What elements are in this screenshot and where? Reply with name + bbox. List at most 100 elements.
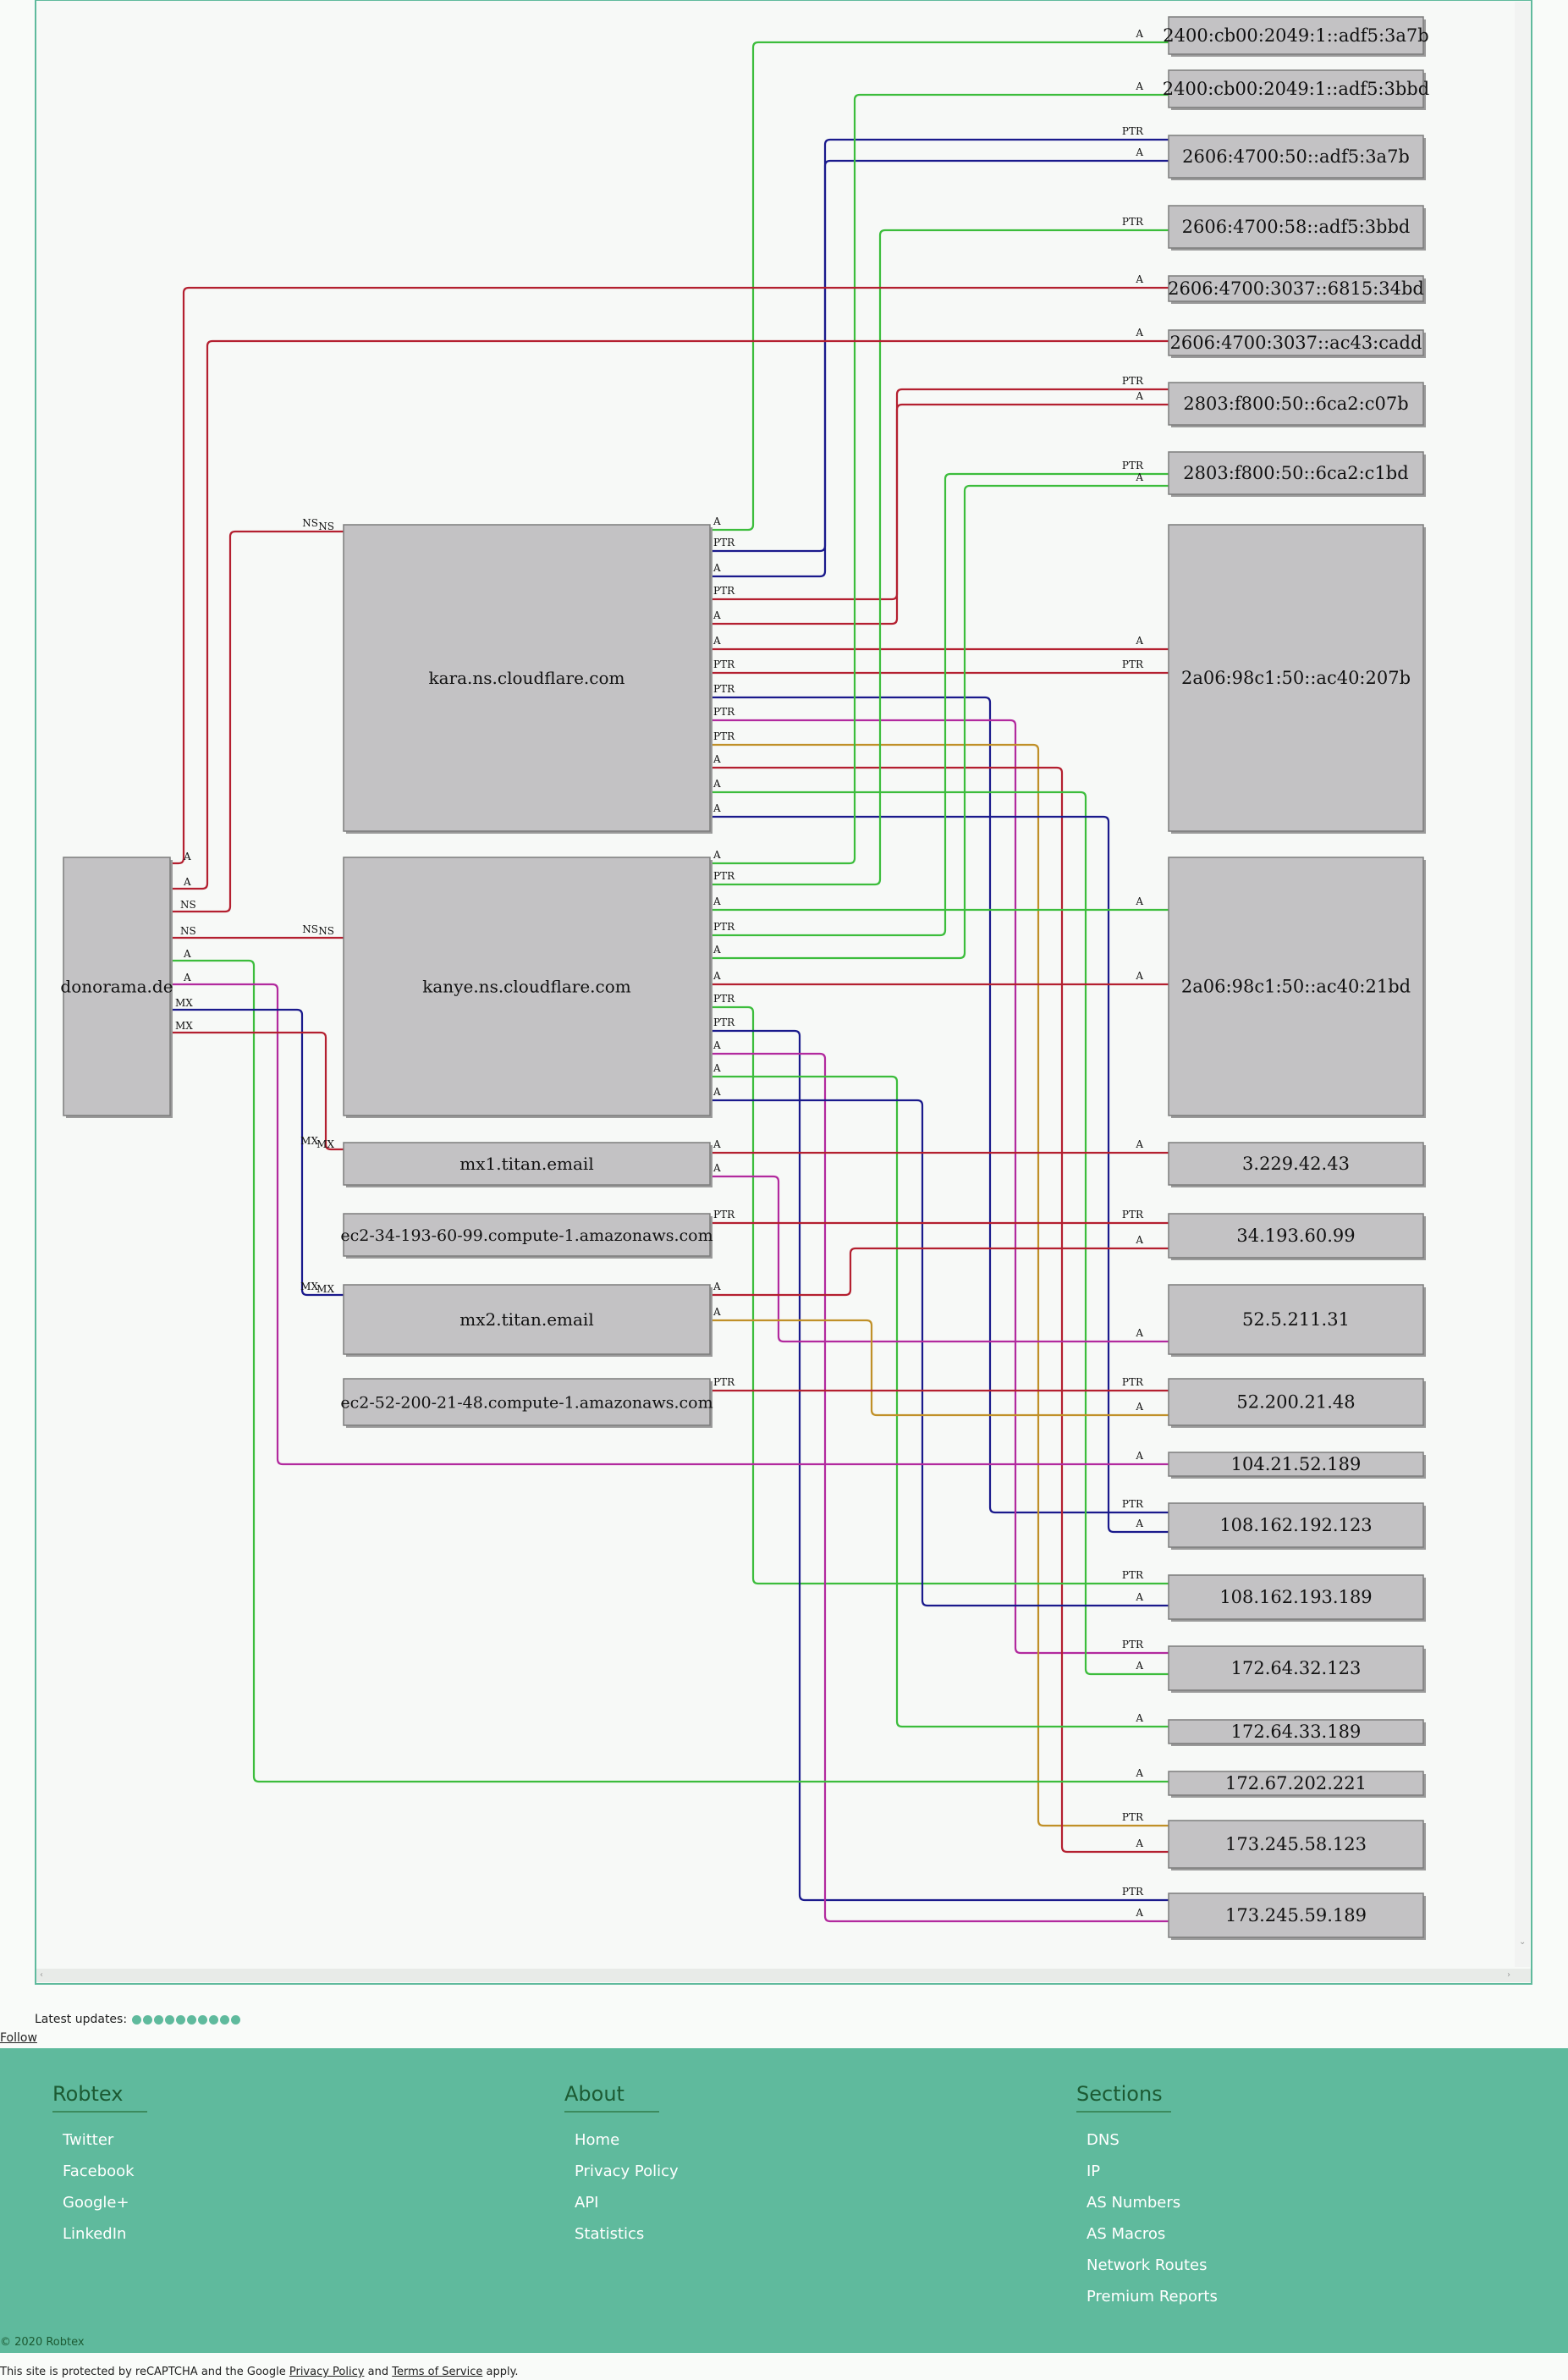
ip-node[interactable] (1168, 1719, 1424, 1744)
ip-node[interactable] (1168, 16, 1424, 55)
update-dot-icon[interactable] (132, 2014, 142, 2025)
dns-edge (170, 959, 1169, 1783)
dns-edge (710, 159, 1169, 578)
footer-link-dns[interactable]: DNS (1087, 2131, 1120, 2149)
host-node[interactable] (343, 1378, 711, 1426)
edge-label: A (1135, 273, 1143, 285)
update-dot-icon[interactable] (198, 2014, 208, 2025)
ip-node[interactable] (1168, 329, 1424, 356)
ip-node[interactable] (1168, 205, 1424, 249)
edge-label: PTR (713, 537, 735, 548)
ip-node[interactable] (1168, 1574, 1424, 1620)
edge-label: PTR (713, 1209, 735, 1220)
nameserver-node-label: kanye.ns.cloudflare.com (422, 977, 631, 997)
ip-node[interactable] (1168, 1142, 1424, 1186)
ip-node[interactable] (1168, 857, 1424, 1116)
ip-node[interactable] (1168, 1213, 1424, 1259)
scroll-down-icon[interactable]: ⌄ (1519, 1937, 1527, 1947)
dns-edge (710, 719, 1169, 1655)
ip-node[interactable] (1168, 1645, 1424, 1691)
edge-label: PTR (1122, 1639, 1144, 1650)
mx-node[interactable] (343, 1284, 711, 1355)
ip-node[interactable] (1168, 1892, 1424, 1938)
update-dot-icon[interactable] (231, 2014, 241, 2025)
footer-link-statistics[interactable]: Statistics (575, 2225, 645, 2243)
host-node-label: ec2-52-200-21-48.compute-1.amazonaws.com (340, 1394, 712, 1413)
ip-node-label: 173.245.58.123 (1225, 1834, 1367, 1854)
ip-node-label: 2400:cb00:2049:1::adf5:3bbd (1163, 79, 1429, 99)
ip-node-label: 2a06:98c1:50::ac40:207b (1181, 668, 1411, 688)
edge-label: PTR (713, 730, 735, 742)
footer-link-privacy[interactable]: Privacy Policy (575, 2162, 679, 2180)
edge-label: MX (316, 1283, 334, 1295)
footer-link-premium-reports[interactable]: Premium Reports (1087, 2288, 1218, 2306)
edge-label: A (1135, 1837, 1143, 1849)
host-node[interactable] (343, 1213, 711, 1257)
footer-link-api[interactable]: API (575, 2194, 599, 2212)
footer-link-twitter[interactable]: Twitter (63, 2131, 114, 2149)
ip-node[interactable] (1168, 135, 1424, 179)
dns-edge (710, 138, 1169, 553)
edge-label: A (1135, 635, 1143, 647)
dns-edge (170, 530, 344, 913)
ip-node[interactable] (1168, 382, 1424, 426)
edge-label: A (712, 753, 721, 765)
footer-link-home[interactable]: Home (575, 2131, 620, 2149)
update-dot-icon[interactable] (154, 2014, 164, 2025)
ip-node-label: 2606:4700:58::adf5:3bbd (1182, 217, 1411, 237)
ip-node[interactable] (1168, 451, 1424, 495)
recaptcha-and: and (367, 2366, 389, 2378)
terms-of-service-link[interactable]: Terms of Service (392, 2366, 483, 2378)
ip-node[interactable] (1168, 1771, 1424, 1796)
domain-node[interactable] (63, 857, 171, 1116)
edge-label: NS (318, 925, 334, 937)
footer-link-as-macros[interactable]: AS Macros (1087, 2225, 1166, 2243)
ip-node[interactable] (1168, 1452, 1424, 1477)
scroll-left-icon[interactable]: ‹ (40, 1970, 43, 1980)
update-dot-icon[interactable] (220, 2014, 230, 2025)
ip-node[interactable] (1168, 524, 1424, 832)
privacy-policy-link[interactable]: Privacy Policy (289, 2366, 365, 2378)
edge-label: A (1135, 1712, 1143, 1724)
mx-node[interactable] (343, 1142, 711, 1186)
edge-label: A (712, 635, 721, 647)
edge-label: A (1135, 1660, 1143, 1672)
edge-label: A (1135, 1138, 1143, 1150)
edge-label: MX (175, 997, 193, 1009)
footer-link-facebook[interactable]: Facebook (63, 2162, 135, 2180)
ip-node[interactable] (1168, 275, 1424, 302)
edge-label: A (183, 972, 191, 983)
update-dot-icon[interactable] (187, 2014, 197, 2025)
edge-label: PTR (1122, 1811, 1144, 1823)
ip-node[interactable] (1168, 1502, 1424, 1548)
footer-link-linkedin[interactable]: LinkedIn (63, 2225, 127, 2243)
ip-node[interactable] (1168, 1284, 1424, 1355)
edge-label: A (712, 562, 721, 574)
footer-link-as-numbers[interactable]: AS Numbers (1087, 2194, 1181, 2212)
ip-node[interactable] (1168, 1820, 1424, 1869)
footer-link-googleplus[interactable]: Google+ (63, 2194, 129, 2212)
edge-label: PTR (713, 1376, 735, 1388)
ip-node-label: 34.193.60.99 (1236, 1226, 1355, 1246)
update-dot-icon[interactable] (165, 2014, 175, 2025)
scroll-right-icon[interactable]: › (1507, 1970, 1510, 1980)
edge-label: A (1135, 1591, 1143, 1603)
ip-node-label: 104.21.52.189 (1231, 1454, 1362, 1474)
ip-node-label: 2606:4700:3037::6815:34bd (1168, 278, 1424, 299)
dns-edge (710, 1319, 1169, 1417)
follow-link[interactable]: Follow (0, 2031, 37, 2045)
update-dot-icon[interactable] (143, 2014, 153, 2025)
horizontal-scrollbar[interactable]: ‹ › (36, 1969, 1531, 1982)
ip-node[interactable] (1168, 1378, 1424, 1426)
footer-link-ip[interactable]: IP (1087, 2162, 1101, 2180)
vertical-scrollbar[interactable]: ⌄ (1515, 2, 1530, 1967)
dns-edge (710, 41, 1169, 532)
nameserver-node[interactable] (343, 857, 711, 1116)
update-dot-icon[interactable] (209, 2014, 219, 2025)
ip-node[interactable] (1168, 69, 1424, 108)
footer-link-network-routes[interactable]: Network Routes (1087, 2256, 1208, 2274)
nameserver-node[interactable] (343, 524, 711, 832)
edge-label: PTR (1122, 1886, 1144, 1898)
update-dot-icon[interactable] (176, 2014, 186, 2025)
